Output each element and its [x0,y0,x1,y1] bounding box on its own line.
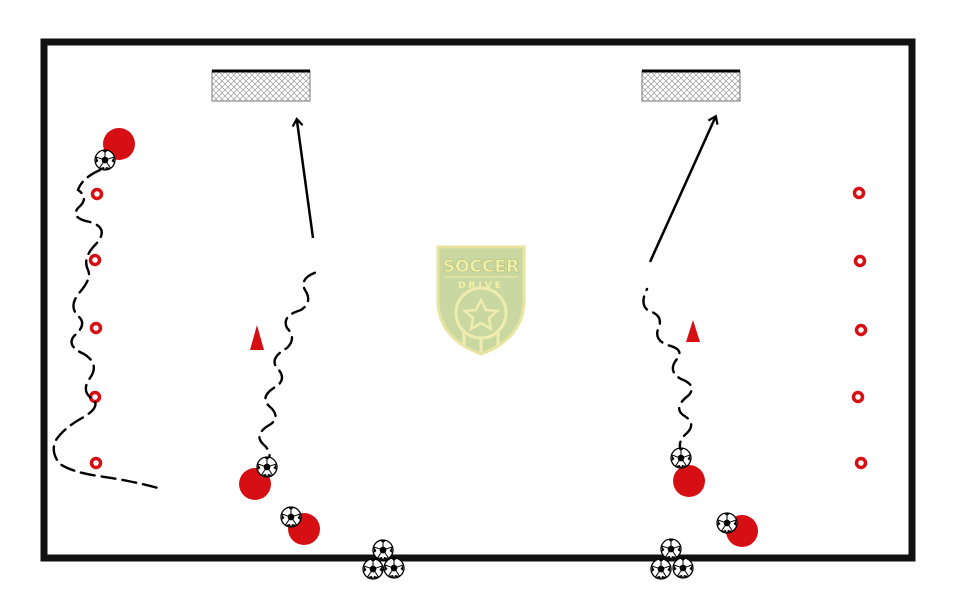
disc-marker-icon [88,253,102,267]
cone-icon [250,325,264,350]
disc-marker-icon [851,390,865,404]
soccer-ball-icon [280,506,302,528]
logo-line2: DRIVE [458,281,504,291]
soccer-ball-icon [672,557,694,579]
disc-marker-icon [854,323,868,337]
dribble-path [52,168,160,490]
soccer-ball-icon [362,558,384,580]
soccer-drive-logo: SOCCER DRIVE [436,245,526,356]
disc-marker-icon [854,456,868,470]
soccer-ball-icon [383,557,405,579]
dribble-path [642,287,693,457]
shot-arrow [648,114,719,263]
goal-net-icon [641,69,741,102]
soccer-ball-icon [256,456,278,478]
soccer-ball-icon [94,149,116,171]
soccer-ball-icon [660,538,682,560]
disc-marker-icon [90,187,104,201]
cone-icon [686,320,700,342]
disc-marker-icon [853,254,867,268]
goal-net-icon [211,69,311,102]
dribble-path [258,270,319,470]
soccer-ball-icon [716,512,738,534]
soccer-ball-icon [650,558,672,580]
disc-marker-icon [852,186,866,200]
soccer-ball-icon [670,447,692,469]
disc-marker-icon [89,321,103,335]
logo-line1: SOCCER [443,257,519,277]
disc-marker-icon [89,456,103,470]
soccer-ball-icon [372,539,394,561]
player-dot-icon [673,465,705,497]
shot-arrow [291,117,315,239]
